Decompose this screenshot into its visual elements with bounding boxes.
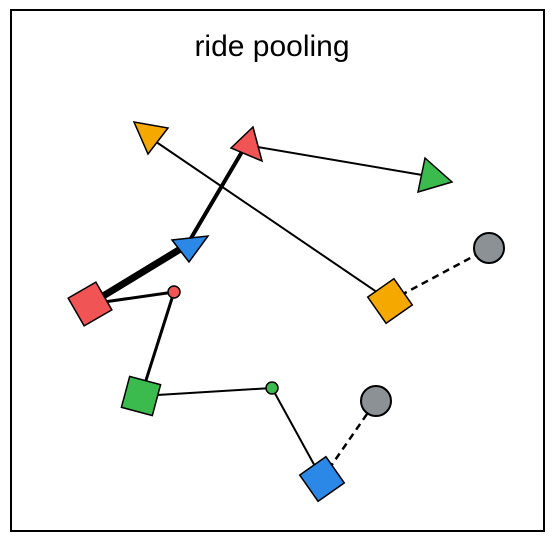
route-shared-segment-medium — [185, 143, 248, 247]
diagram-title: ride pooling — [194, 30, 349, 63]
blue-pickup-square — [298, 455, 346, 503]
orange-pickup-square — [366, 277, 414, 325]
blue-destination-triangle — [170, 235, 210, 264]
gray-depot-marker-bottom — [360, 385, 392, 417]
green-stop-marker — [265, 381, 279, 395]
route-green-to-green-stop — [140, 387, 273, 397]
diagram-frame — [10, 9, 545, 532]
route-green-stop-to-blue — [271, 387, 323, 480]
orange-destination-triangle — [132, 121, 170, 156]
route-orange-pickup-to-dropoff — [145, 134, 391, 302]
red-destination-triangle — [229, 125, 264, 163]
route-shared-segment-thick — [88, 242, 189, 307]
gray-depot-marker-top — [473, 232, 505, 264]
route-red-stop-to-green — [139, 291, 176, 397]
route-orange-depot-link — [389, 246, 490, 303]
red-stop-marker — [167, 285, 181, 299]
route-red-to-green-destination — [245, 144, 435, 178]
green-destination-triangle — [417, 156, 454, 194]
red-pickup-square — [67, 281, 113, 327]
green-pickup-square — [120, 375, 162, 417]
